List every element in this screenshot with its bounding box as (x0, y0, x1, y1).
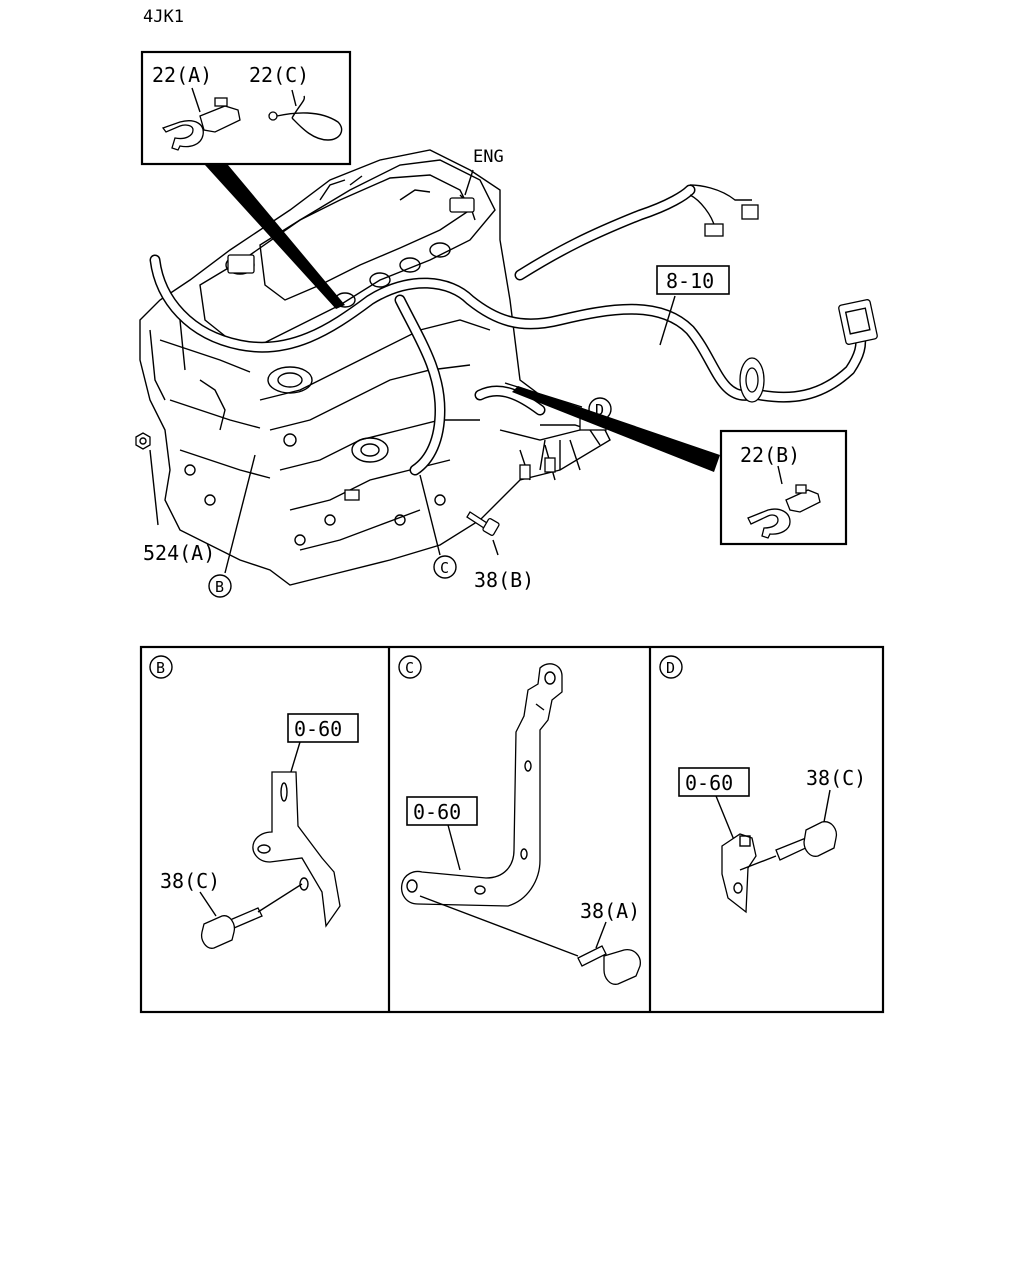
harness-ref-8-10: 8-10 (656, 265, 730, 295)
view-marker-d: D (588, 397, 612, 421)
panel-d-ref-label: 0-60 (685, 771, 733, 795)
view-marker-c: C (433, 555, 457, 579)
panel-b-bolt (200, 883, 303, 949)
bolt-38b (466, 511, 500, 536)
harness-connector-top (689, 184, 759, 237)
panel-c-bolt (419, 895, 641, 985)
nut-524a (135, 432, 151, 450)
clip-22b-icon (747, 484, 821, 539)
clip-22a-label: 22(A) (152, 63, 212, 87)
leader-lines (149, 169, 676, 574)
panel-c-ref-label: 0-60 (413, 800, 461, 824)
nut-524a-label: 524(A) (143, 541, 215, 565)
view-marker-b: B (208, 574, 232, 598)
panel-d-bolt-label: 38(C) (806, 766, 866, 790)
svg-text:D: D (595, 401, 604, 419)
detail-panel-c: C 0-60 38(A) (398, 655, 641, 985)
engine-illustration (139, 149, 878, 586)
leader-wedge-22b (512, 386, 720, 472)
clip-22a-icon (161, 97, 241, 151)
panel-b-bolt-label: 38(C) (160, 869, 220, 893)
harness-grommet (739, 357, 765, 403)
panel-b-view-label: B (156, 659, 165, 677)
panel-d-bracket (721, 833, 757, 914)
leader-wedge-22a (205, 165, 345, 309)
panel-d-bolt (739, 821, 838, 871)
detail-panels (139, 645, 885, 1014)
svg-text:C: C (440, 559, 449, 577)
clip-22b-label: 22(B) (740, 443, 800, 467)
panel-c-bolt-label: 38(A) (580, 899, 640, 923)
eng-label: ENG (473, 147, 504, 167)
panel-c-bracket (400, 663, 563, 907)
model-code: 4JK1 (143, 7, 184, 27)
clip-22c-icon (268, 95, 343, 141)
harness-connector-right (838, 299, 878, 345)
clip-22c-label: 22(C) (249, 63, 309, 87)
panel-b-ref-label: 0-60 (294, 717, 342, 741)
detail-panel-b: B 0-60 38(C) (149, 655, 359, 949)
svg-text:8-10: 8-10 (666, 269, 714, 293)
panel-d-view-label: D (666, 659, 675, 677)
panel-b-bracket (252, 771, 341, 928)
svg-text:B: B (215, 578, 224, 596)
inset-clips-22a-22c: 22(A) 22(C) (140, 50, 352, 166)
inset-clip-22b: 22(B) (719, 429, 848, 546)
panel-c-view-label: C (405, 659, 414, 677)
bolt-38b-label: 38(B) (474, 568, 534, 592)
detail-panel-d: D 0-60 38(C) (659, 655, 866, 914)
